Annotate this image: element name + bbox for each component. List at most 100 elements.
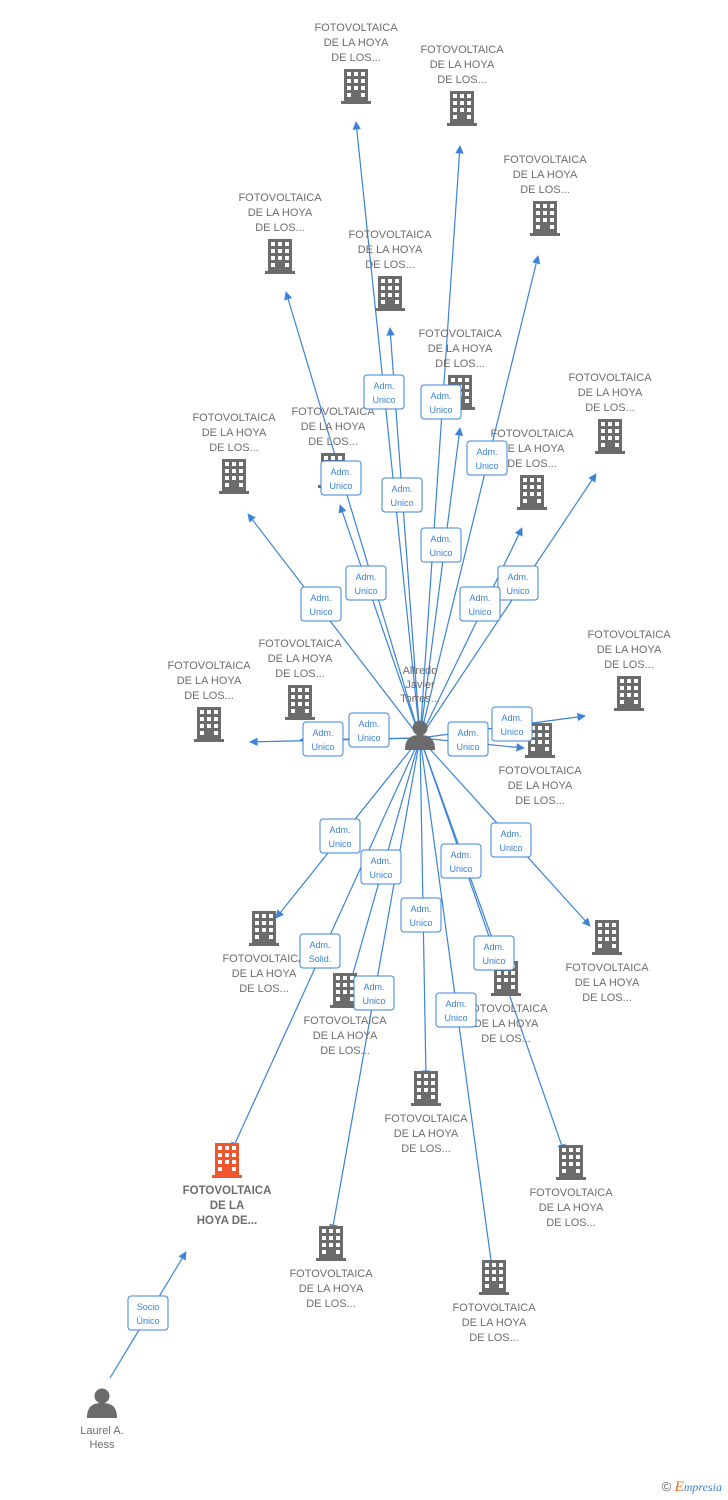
relation-label[interactable]: Adm.Unico <box>490 822 532 858</box>
relation-label-text: Adm. <box>370 856 391 866</box>
relation-label[interactable]: Adm.Unico <box>300 586 342 622</box>
relation-label[interactable]: Adm.Unico <box>459 586 501 622</box>
company-label: DE LA HOYA <box>301 421 366 433</box>
relation-label[interactable]: Adm.Solid. <box>299 933 341 969</box>
company-label: DE LOS... <box>306 1298 356 1310</box>
relation-edge <box>419 255 541 739</box>
person-node[interactable]: AlfredoJavierTorres... <box>400 665 440 750</box>
company-label: FOTOVOLTAICA <box>420 44 504 56</box>
relation-label[interactable]: Adm.Unico <box>381 477 423 513</box>
relation-label-text: Adm. <box>501 713 522 723</box>
company-label: FOTOVOLTAICA <box>384 1113 468 1125</box>
company-label: DE LA HOYA <box>539 1202 604 1214</box>
relation-label[interactable]: Adm.Unico <box>420 384 462 420</box>
relation-label[interactable]: Adm.Unico <box>497 565 539 601</box>
company-label: DE LOS... <box>520 184 570 196</box>
relation-label-box <box>435 992 477 1028</box>
building-icon <box>219 459 249 494</box>
company-label: DE LOS... <box>515 795 565 807</box>
company-label: DE LOS... <box>331 52 381 64</box>
building-icon <box>341 69 371 104</box>
relation-label-text: Unico <box>482 956 505 966</box>
relation-label-text: Unico <box>329 481 352 491</box>
relation-label-text: Unico <box>369 870 392 880</box>
company-label: DE LA HOYA <box>474 1018 539 1030</box>
relation-label[interactable]: Adm.Unico <box>320 460 362 496</box>
relation-label[interactable]: Adm.Unico <box>447 721 489 757</box>
relation-label-box <box>473 935 515 971</box>
relation-label-text: Unico <box>506 586 529 596</box>
relation-label[interactable]: Adm.Unico <box>435 992 477 1028</box>
relation-label[interactable]: Adm. Unico <box>360 849 402 885</box>
relation-label-box <box>348 712 390 748</box>
company-label: FOTOVOLTAICA <box>348 229 432 241</box>
relation-label-text: Unico <box>444 1013 467 1023</box>
company-label: DE LA HOYA <box>268 653 333 665</box>
relation-label[interactable]: Adm.Unico <box>473 935 515 971</box>
brand-initial: E <box>674 1479 684 1495</box>
relation-label-text: Adm. <box>355 572 376 582</box>
building-icon <box>479 1260 509 1295</box>
relation-label-box <box>353 975 395 1011</box>
relation-label-box <box>320 460 362 496</box>
relation-label-box <box>420 384 462 420</box>
relation-label-text: Unico <box>429 548 452 558</box>
relation-label[interactable]: Adm.Unico <box>400 897 442 933</box>
person-label: Torres... <box>400 693 440 705</box>
relation-label-text: Unico <box>372 395 395 405</box>
relation-label[interactable]: Adm.Unico <box>440 843 482 879</box>
relation-label-box <box>319 818 361 854</box>
relation-label[interactable]: Adm.Unico <box>363 374 405 410</box>
company-label: FOTOVOLTAICA <box>490 428 574 440</box>
company-label: DE LA HOYA <box>202 427 267 439</box>
relation-edge <box>338 504 421 739</box>
relation-label[interactable]: Adm.Unico <box>345 565 387 601</box>
relation-label[interactable]: Adm.Unico <box>491 706 533 742</box>
person-node[interactable]: Laurel A.Hess <box>80 1388 124 1452</box>
company-label: FOTOVOLTAICA <box>238 192 322 204</box>
relation-label-text: Unico <box>475 461 498 471</box>
relation-edge <box>419 427 464 739</box>
relation-label[interactable]: Adm.Unico <box>353 975 395 1011</box>
relation-label[interactable]: Adm.Unico <box>466 440 508 476</box>
relation-label-text: Adm. <box>329 825 350 835</box>
relation-label[interactable]: Adm.Unico <box>348 712 390 748</box>
relation-label[interactable]: Adm.Unico <box>420 527 462 563</box>
relation-label[interactable]: Adm.Unico <box>319 818 361 854</box>
company-label: FOTOVOLTAICA <box>464 1003 548 1015</box>
relation-label-box <box>440 843 482 879</box>
company-label: FOTOVOLTAICA <box>568 372 652 384</box>
relation-label[interactable]: Adm.Unico <box>302 721 344 757</box>
relation-label-box <box>491 706 533 742</box>
company-label: FOTOVOLTAICA <box>289 1268 373 1280</box>
building-icon <box>212 1143 242 1178</box>
company-label: FOTOVOLTAICA <box>183 1185 272 1197</box>
company-label: DE LA <box>210 1200 245 1212</box>
company-label: FOTOVOLTAICA <box>587 629 671 641</box>
company-label: FOTOVOLTAICA <box>498 765 582 777</box>
